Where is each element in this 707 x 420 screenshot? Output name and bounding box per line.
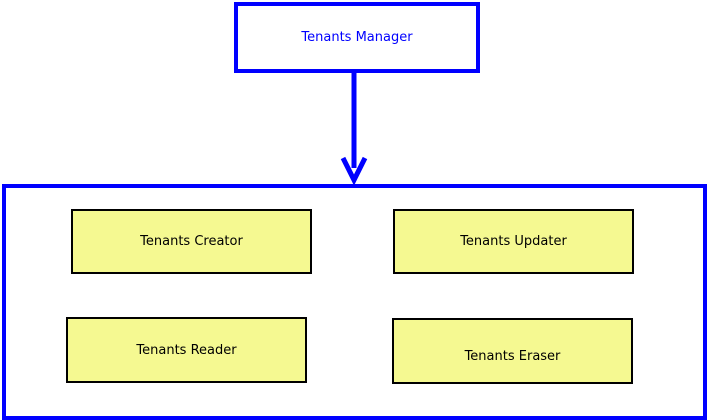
tenants-reader-box: Tenants Reader: [66, 317, 307, 383]
tenants-creator-label: Tenants Creator: [140, 234, 243, 249]
tenants-updater-box: Tenants Updater: [393, 209, 634, 274]
tenants-manager-box: Tenants Manager: [234, 2, 480, 73]
tenants-eraser-box: Tenants Eraser: [392, 318, 633, 384]
tenants-eraser-label: Tenants Eraser: [464, 348, 561, 364]
tenants-updater-label: Tenants Updater: [460, 234, 567, 249]
tenants-creator-box: Tenants Creator: [71, 209, 312, 274]
tenants-manager-label: Tenants Manager: [301, 30, 413, 45]
tenants-reader-label: Tenants Reader: [136, 342, 237, 358]
arrow-head: [340, 156, 368, 186]
